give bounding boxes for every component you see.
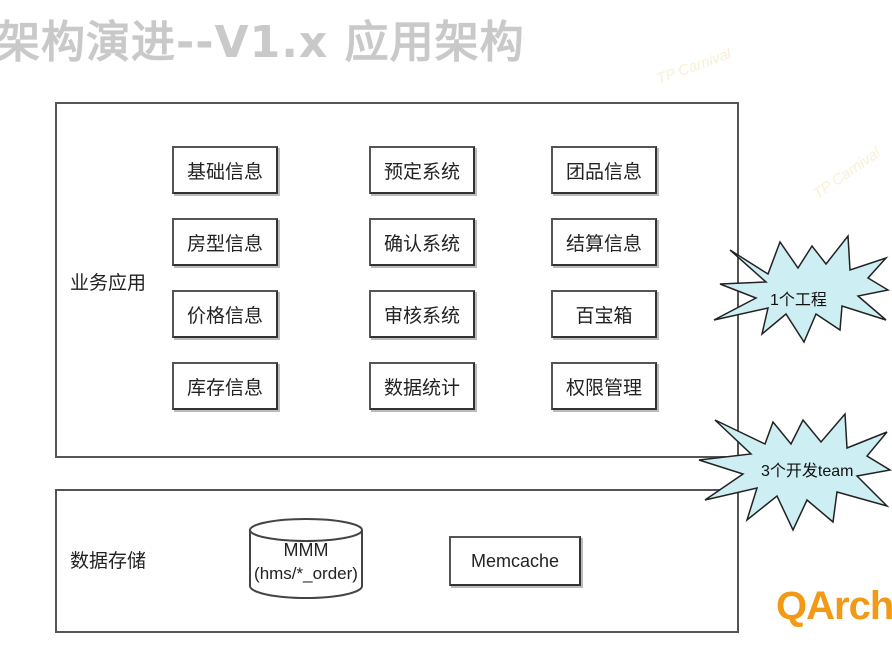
module-toolbox: 百宝箱: [551, 290, 657, 338]
database-tables: (hms/*_order): [254, 564, 358, 583]
starburst-callout: [698, 412, 892, 532]
database-cylinder-icon: [249, 518, 363, 599]
database-name: MMM: [283, 540, 329, 560]
module-review-system: 审核系统: [369, 290, 475, 338]
callout-one-project: 1个工程: [770, 292, 827, 309]
module-permission-management: 权限管理: [551, 362, 657, 410]
module-data-statistics: 数据统计: [369, 362, 475, 410]
business-app-label: 业务应用: [70, 272, 147, 294]
starburst-callout: [713, 234, 891, 344]
memcache-box: Memcache: [449, 536, 581, 586]
module-basic-info: 基础信息: [172, 146, 278, 194]
data-storage-container: [55, 489, 739, 633]
module-room-type-info: 房型信息: [172, 218, 278, 266]
module-booking-system: 预定系统: [369, 146, 475, 194]
module-confirm-system: 确认系统: [369, 218, 475, 266]
data-storage-label: 数据存储: [70, 550, 147, 572]
module-price-info: 价格信息: [172, 290, 278, 338]
callout-three-teams: 3个开发team: [761, 463, 854, 480]
watermark: TP Carnival: [810, 144, 884, 203]
module-group-product-info: 团品信息: [551, 146, 657, 194]
watermark: TP Carnival: [654, 45, 734, 88]
module-inventory-info: 库存信息: [172, 362, 278, 410]
qarch-logo: QArch: [776, 584, 892, 628]
page-title: 架构演进--V1.x 应用架构: [0, 17, 525, 68]
module-settlement-info: 结算信息: [551, 218, 657, 266]
